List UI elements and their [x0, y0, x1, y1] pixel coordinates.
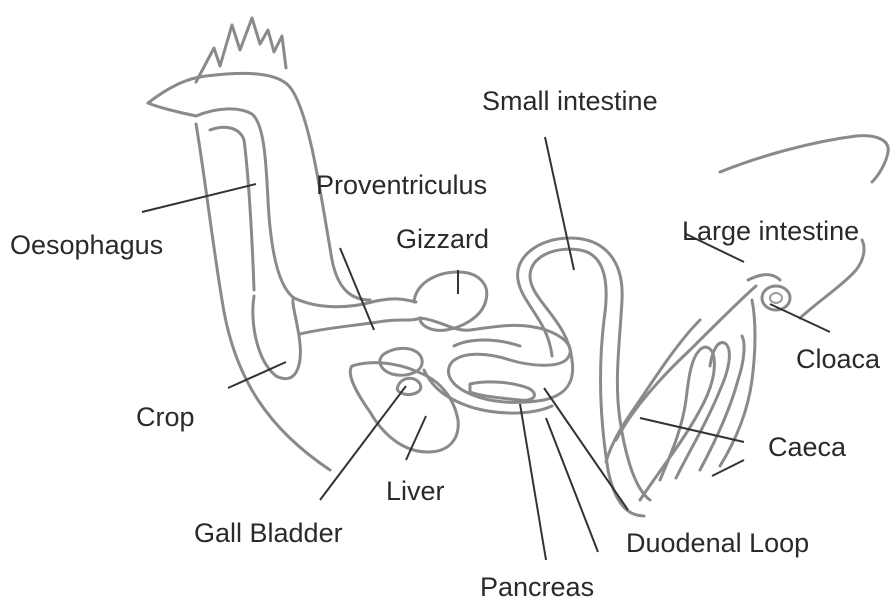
label-caeca: Caeca: [768, 432, 847, 462]
beak-outline: [148, 103, 196, 116]
leader-lines: [142, 137, 830, 560]
label-liver: Liver: [386, 476, 445, 506]
label-gizzard: Gizzard: [396, 224, 489, 254]
caeca-shape: [606, 286, 756, 500]
small-intestine-shape: [518, 238, 650, 516]
leader-liver: [406, 416, 426, 460]
leader-pancreas-1: [520, 404, 546, 560]
liver-shape: [350, 348, 458, 452]
labels: Small intestine Proventriculus Large int…: [10, 86, 881, 602]
label-large-intestine: Large intestine: [682, 216, 859, 246]
breast-outline: [196, 124, 330, 470]
gizzard-shape: [414, 272, 487, 330]
label-gall-bladder: Gall Bladder: [194, 518, 343, 548]
proventriculus-shape: [294, 298, 420, 334]
label-crop: Crop: [136, 402, 195, 432]
label-small-intestine: Small intestine: [482, 86, 658, 116]
label-oesophagus: Oesophagus: [10, 230, 163, 260]
leader-cloaca: [770, 304, 830, 332]
large-intestine-shape: [748, 275, 780, 280]
leader-caeca-2: [712, 460, 744, 476]
leader-duodenal-loop: [544, 388, 628, 510]
label-proventriculus: Proventriculus: [316, 170, 487, 200]
leader-pancreas-2: [546, 418, 598, 552]
oesophagus-shape: [196, 109, 294, 298]
label-cloaca: Cloaca: [796, 344, 881, 374]
leader-oesophagus: [142, 184, 256, 212]
label-pancreas: Pancreas: [480, 572, 594, 602]
label-duodenal-loop: Duodenal Loop: [626, 528, 809, 558]
